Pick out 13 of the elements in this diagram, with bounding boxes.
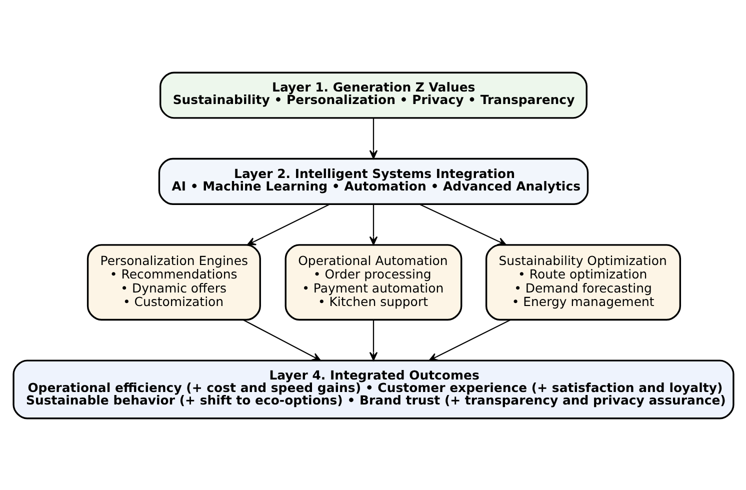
arrow: [368, 319, 378, 360]
node-box: Sustainability Optimization • Route optimization • Demand forecasting • Energy management: [484, 244, 681, 320]
node-box: Layer 1. Generation Z Values Sustainability • Personalization • Privacy • Transparency: [159, 71, 587, 118]
arrow: [368, 204, 378, 245]
node-box: Layer 4. Integrated Outcomes Operational efficiency (+ cost and speed gains) • Customer experience (+ satisfaction and loyalty) Sustainable behavior (+ shift to eco-options) • Brand trust (+ transparency and privacy assurance): [12, 359, 734, 419]
node-box: Operational Automation • Order processing • Payment automation • Kitchen support: [284, 244, 462, 320]
arrow: [242, 318, 320, 361]
node-box: Layer 2. Intelligent Systems Integration AI • Machine Learning • Automation • Advanced Analytics: [158, 157, 588, 204]
arrow: [418, 203, 506, 245]
arrow: [368, 118, 378, 159]
arrow: [246, 203, 330, 245]
arrow: [428, 318, 510, 361]
node-box: Personalization Engines • Recommendations • Dynamic offers • Customization: [86, 244, 260, 320]
